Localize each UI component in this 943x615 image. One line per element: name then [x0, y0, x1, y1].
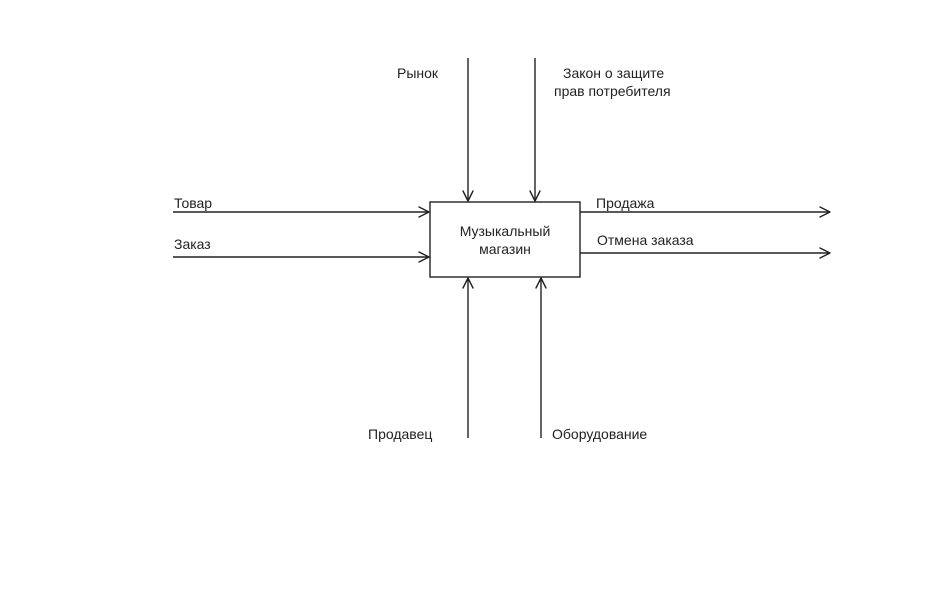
label-cancel-order: Отмена заказа — [597, 232, 694, 248]
label-seller: Продавец — [368, 426, 432, 442]
label-sale: Продажа — [596, 195, 655, 211]
output-arrow-sale — [580, 206, 831, 218]
control-arrow-consumer-law — [529, 58, 541, 202]
label-market: Рынок — [397, 65, 439, 81]
control-arrow-market — [462, 58, 474, 202]
function-box-label-line2: магазин — [479, 241, 531, 257]
label-consumer-law-line2: прав потребителя — [554, 83, 671, 99]
label-goods: Товар — [174, 195, 212, 211]
label-consumer-law-line1: Закон о защите — [563, 65, 664, 81]
label-equipment: Оборудование — [552, 426, 647, 442]
mechanism-arrow-seller — [462, 277, 474, 438]
function-box — [429, 201, 581, 278]
input-arrow-goods — [173, 206, 430, 218]
output-arrow-cancel-order — [580, 247, 831, 259]
input-arrow-order — [173, 251, 430, 263]
label-order: Заказ — [174, 236, 211, 252]
function-box-label-line1: Музыкальный — [460, 223, 551, 239]
mechanism-arrow-equipment — [535, 277, 547, 438]
